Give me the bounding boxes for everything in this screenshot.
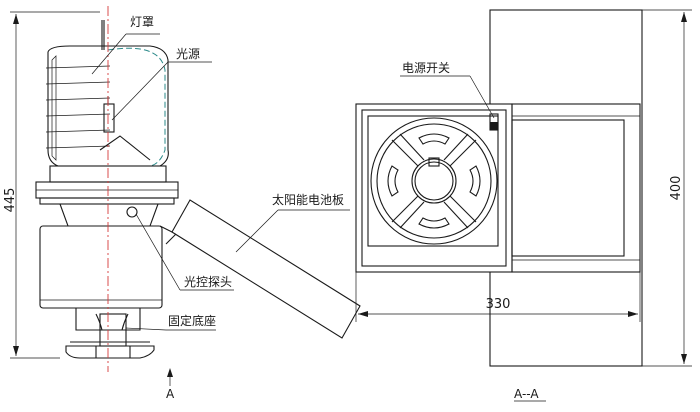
lamp-head-plan: [355, 103, 513, 273]
mounting-plate: [489, 9, 643, 367]
power-switch-label: 电源开关: [400, 61, 495, 119]
height-dimension: 445: [3, 11, 100, 359]
fixed-base: [65, 308, 155, 359]
side-bracket: [511, 103, 641, 273]
lamp-cover: [45, 20, 169, 167]
section-height-dimension: 400: [642, 9, 692, 367]
lamp-cover-text: 灯罩: [130, 15, 154, 29]
height-dimension-text: 445: [3, 188, 18, 213]
section-title: A--A: [514, 387, 546, 402]
side-elevation: 445: [3, 6, 361, 401]
view-marker-a: A: [166, 368, 175, 401]
fixed-base-text: 固定底座: [168, 313, 216, 328]
solar-panel: [159, 199, 361, 339]
section-view: 400: [355, 9, 692, 402]
solar-panel-text: 太阳能电池板: [272, 192, 344, 207]
power-switch-text: 电源开关: [402, 61, 450, 75]
view-marker-a-text: A: [166, 387, 175, 401]
light-sensor-text: 光控探头: [184, 275, 232, 289]
light-source-label: 光源: [111, 47, 212, 121]
lamp-neck: [59, 203, 159, 227]
flange-plate: [35, 165, 179, 205]
fixed-base-label: 固定底座: [125, 313, 216, 331]
battery-housing: [39, 225, 163, 309]
light-sensor-icon: [126, 206, 138, 218]
section-width-text: 330: [486, 297, 511, 312]
lamp-cover-label: 灯罩: [91, 15, 160, 75]
solar-panel-label: 太阳能电池板: [235, 192, 350, 253]
section-title-text: A--A: [514, 387, 539, 401]
section-height-text: 400: [669, 176, 684, 201]
light-source-text: 光源: [176, 47, 200, 61]
section-width-dimension: 330: [355, 272, 641, 322]
light-sensor-label: 光控探头: [135, 213, 234, 291]
